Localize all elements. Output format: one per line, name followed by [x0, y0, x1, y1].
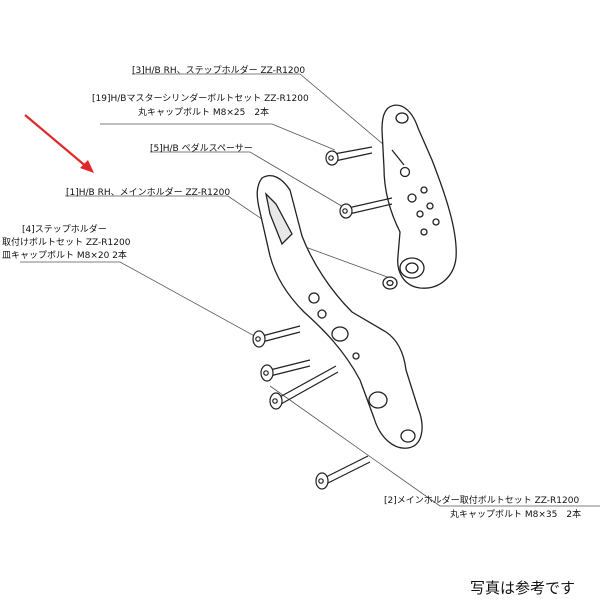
- bolt-m8x25-lower: [339, 197, 393, 219]
- label-part5: [5]H/B ペダルスペーサー: [150, 144, 253, 154]
- bolt-m8x20-lower: [260, 359, 311, 382]
- main-holder-part: [256, 175, 423, 449]
- pedal-spacer-part: [382, 276, 398, 290]
- bolt-m8x35-upper: [269, 365, 339, 410]
- label-part19-line2: 丸キャップボルト M8×25 2本: [138, 108, 270, 118]
- label-part3: [3]H/B RH、ステップホルダー ZZ-R1200: [132, 66, 306, 76]
- bolt-m8x35-lower: [315, 455, 371, 490]
- bolt-m8x25-upper: [325, 146, 373, 166]
- label-part4-line1: [4]ステップホルダー: [22, 225, 107, 235]
- bolt-m8x20-upper: [252, 325, 301, 348]
- label-part19-line1: [19]H/Bマスターシリンダーボルトセット ZZ-R1200: [92, 94, 309, 104]
- label-part2-line2: 丸キャップボルト M8×35 2本: [450, 510, 582, 520]
- label-part4-line2: 取付けボルトセット ZZ-R1200: [2, 238, 131, 248]
- red-arrow-icon: [24, 114, 94, 173]
- label-part1: [1]H/B RH、メインホルダー ZZ-R1200: [66, 188, 231, 198]
- label-part4-line3: 皿キャップボルト M8×20 2本: [2, 251, 127, 261]
- step-holder-part: [381, 104, 457, 289]
- label-part2-line1: [2]メインホルダー取付ボルトセット ZZ-R1200: [384, 496, 580, 506]
- reference-photo-note: 写真は参考です: [470, 579, 576, 597]
